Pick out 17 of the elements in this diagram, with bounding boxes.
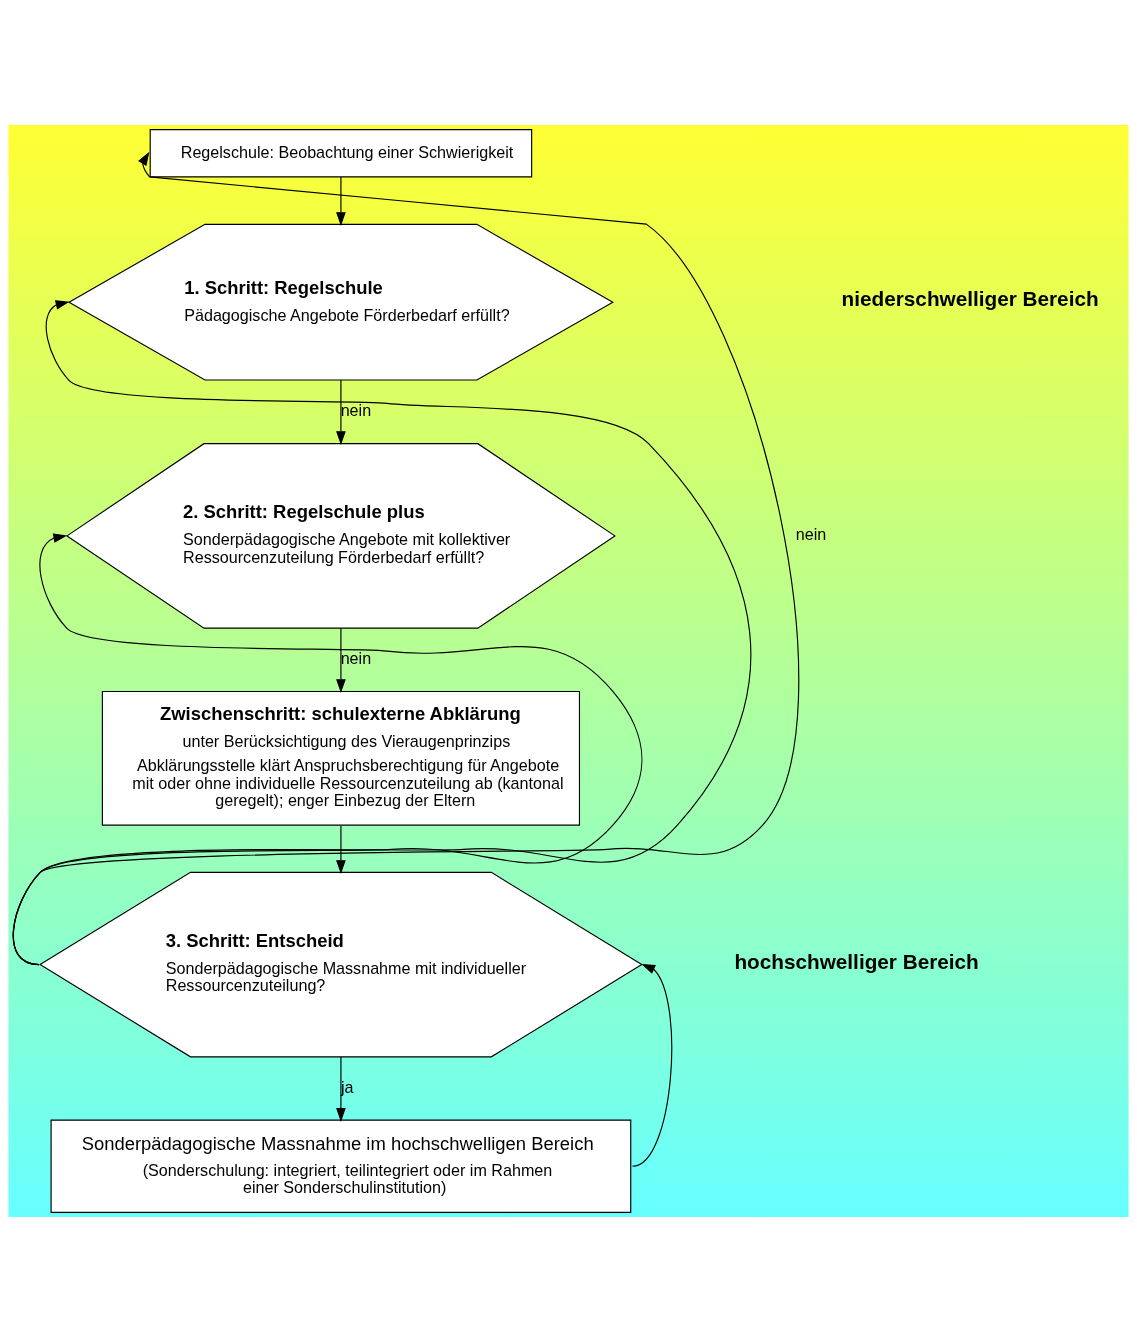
arrow	[12, 532, 643, 965]
node-box: Zwischenschritt: schulexterne Abklärung unter Berücksichtigung des Vieraugenprinzips Abklärungsstelle klärt Anspruchsberechtigung für Angebote mit oder ohne individuelle Ressourcenzuteilung ab (kantonal geregelt); enger Einbezug der Eltern	[101, 690, 581, 826]
arrow	[12, 299, 752, 965]
label: hochschwelliger Bereich	[734, 949, 979, 973]
arrow	[336, 379, 346, 445]
arrow	[336, 1055, 346, 1122]
edge-label: nein	[340, 400, 372, 419]
node-box: Regelschule: Beobachtung einer Schwierigkeit	[149, 128, 533, 177]
arrow	[12, 151, 799, 965]
node-box: Sonderpädagogische Massnahme im hochschwelligen Bereich (Sonderschulung: integriert, teilintegriert oder im Rahmen einer Sonderschulinstitution)	[50, 1119, 632, 1213]
edge-label: nein	[795, 524, 827, 543]
arrow	[336, 175, 346, 226]
edge-label: nein	[340, 648, 372, 667]
label: niederschwelliger Bereich	[841, 286, 1099, 310]
arrow	[336, 627, 346, 693]
arrow	[336, 824, 346, 874]
arrow	[631, 963, 673, 1167]
